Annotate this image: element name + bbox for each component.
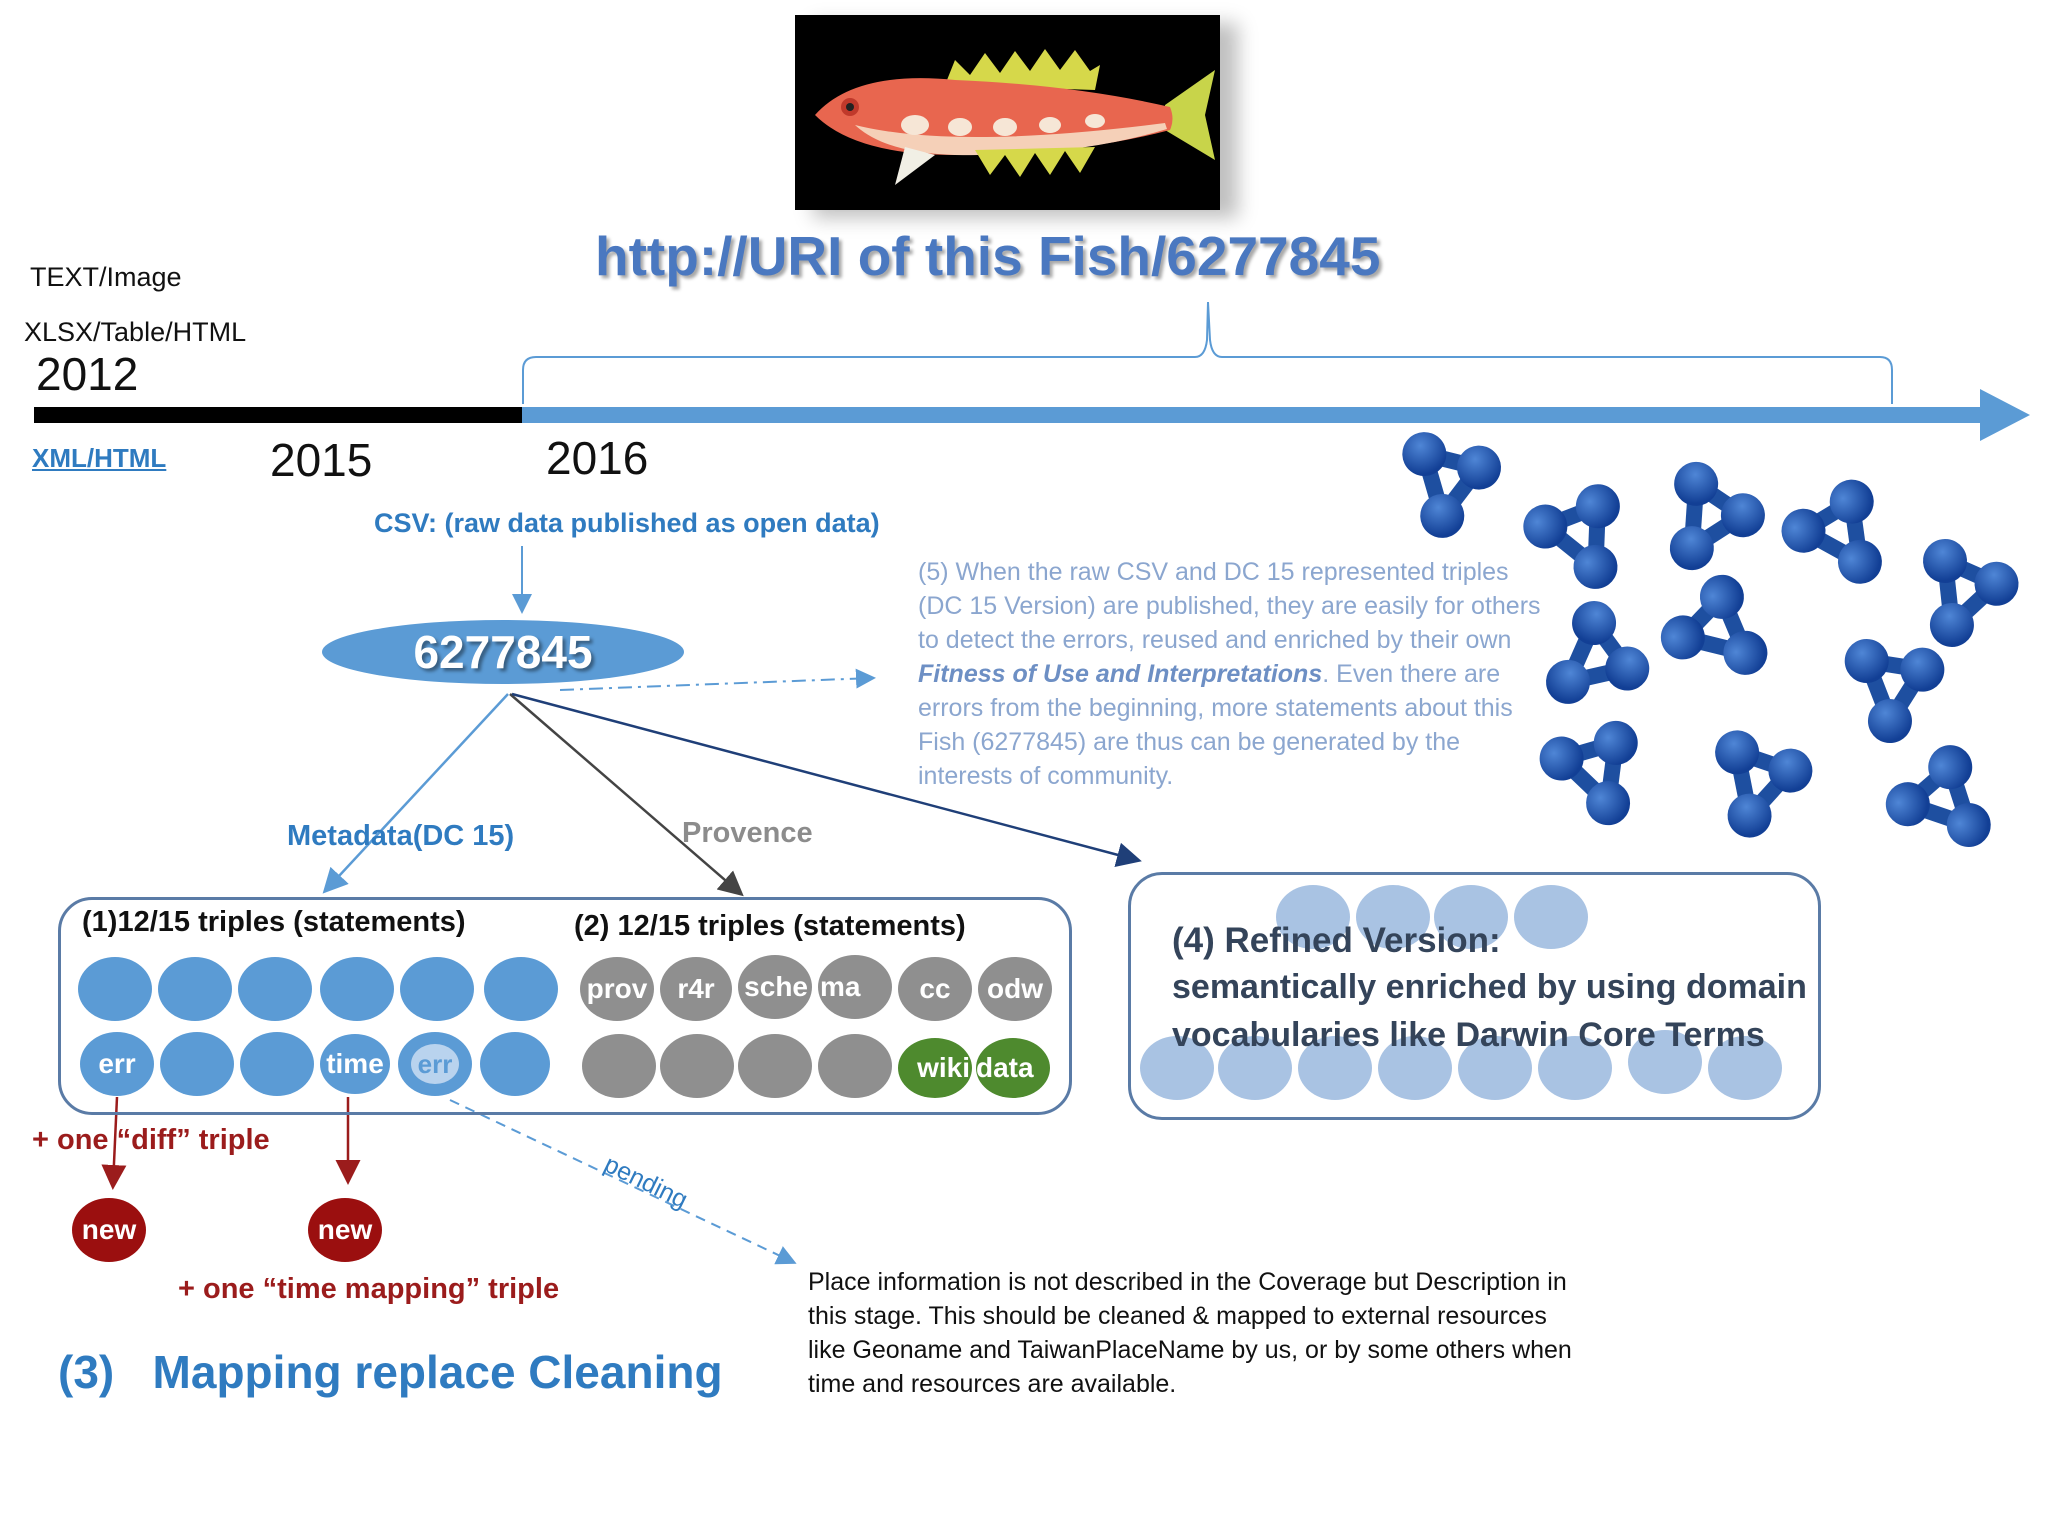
year-2016: 2016	[546, 432, 649, 484]
refined-box	[1128, 872, 1821, 1120]
err-to-new-arrow	[101, 1096, 127, 1190]
refined-triple	[1356, 885, 1430, 949]
triple-circle	[582, 1034, 656, 1098]
year-2012: 2012	[36, 348, 139, 400]
wikidata-triple-part1: wiki	[898, 1038, 972, 1098]
cc-triple: cc	[898, 957, 972, 1021]
triple-circle	[480, 1032, 550, 1096]
refined-triple	[1434, 885, 1508, 949]
triple-circle	[660, 1034, 734, 1098]
uri-brace	[522, 301, 1893, 404]
text-image-label: TEXT/Image	[30, 262, 182, 292]
triples-box	[58, 897, 1072, 1115]
prov-triple: prov	[580, 957, 654, 1021]
new-triple-2: new	[308, 1198, 382, 1262]
refined-triple	[1378, 1036, 1452, 1100]
time-mapping-label: + one “time mapping” triple	[178, 1273, 560, 1305]
odw-triple: odw	[978, 957, 1052, 1021]
refined-triple	[1298, 1036, 1372, 1100]
note5-emphasis: Fitness of Use and Interpretations	[918, 660, 1323, 688]
xlsx-label: XLSX/Table/HTML	[24, 317, 247, 347]
triple-circle	[160, 1032, 234, 1096]
r4r-triple: r4r	[660, 957, 732, 1021]
linked-data-cloud-icon	[1370, 420, 2030, 870]
triple-circle	[320, 957, 394, 1021]
box2-title: (2) 12/15 triples (statements)	[574, 910, 966, 942]
triple-circle	[238, 957, 312, 1021]
new-triple-1: new	[72, 1198, 146, 1262]
uri-title: http://URI of this Fish/6277845	[595, 225, 1381, 287]
triple-circle	[78, 957, 152, 1021]
year-2015: 2015	[270, 434, 373, 486]
triple-circle	[240, 1032, 314, 1096]
err-triple-2-wrap: err	[398, 1032, 472, 1096]
refined-triple	[1708, 1036, 1782, 1100]
diff-triple-label: + one “diff” triple	[32, 1124, 270, 1156]
pending-arrow	[449, 1099, 797, 1265]
refined-description: semantically enriched by using domain vo…	[1172, 968, 1807, 1054]
refined-title: (4) Refined Version:	[1172, 921, 1501, 960]
refined-arrow	[511, 692, 1142, 867]
note5-before: (5) When the raw CSV and DC 15 represent…	[918, 558, 1541, 654]
note5-text: (5) When the raw CSV and DC 15 represent…	[918, 555, 1554, 793]
mapping-heading: (3) Mapping replace Cleaning	[58, 1346, 723, 1398]
refined-triple	[1458, 1036, 1532, 1100]
box1-title: (1)12/15 triples (statements)	[82, 906, 466, 938]
refined-triple	[1628, 1030, 1702, 1094]
note5-arrow	[559, 668, 876, 691]
refined-triple	[1514, 885, 1588, 949]
err-triple: err	[80, 1032, 154, 1096]
refined-triple	[1538, 1036, 1612, 1100]
refined-triple	[1276, 885, 1350, 949]
metadata-label: Metadata(DC 15)	[287, 820, 515, 852]
fish-icon	[795, 15, 1220, 210]
triple-circle	[158, 957, 232, 1021]
schema-triple-part2: ma	[818, 955, 892, 1019]
err-triple-2: err	[411, 1044, 459, 1084]
triple-circle	[738, 1034, 812, 1098]
refined-triple	[1218, 1036, 1292, 1100]
timeline-blue	[522, 407, 1984, 423]
refined-triple	[1140, 1036, 1214, 1100]
timeline-black	[34, 407, 524, 423]
triple-circle	[818, 1034, 892, 1098]
xml-html-link[interactable]: XML/HTML	[32, 443, 167, 473]
provence-arrow	[509, 693, 744, 897]
schema-triple-part1: sche	[738, 955, 812, 1019]
triple-circle	[484, 957, 558, 1021]
provence-label: Provence	[682, 817, 813, 849]
csv-label: CSV: (raw data published as open data)	[374, 508, 880, 538]
triple-circle	[400, 957, 474, 1021]
fish-photo	[795, 15, 1220, 210]
wikidata-triple-part2: data	[976, 1038, 1050, 1098]
note5-after: . Even there are errors from the beginni…	[918, 660, 1513, 790]
timeline-arrowhead	[1980, 389, 2030, 441]
metadata-arrow	[322, 693, 509, 894]
time-triple: time	[318, 1032, 392, 1096]
record-id-node: 6277845	[322, 620, 684, 684]
place-note: Place information is not described in th…	[808, 1268, 1572, 1398]
